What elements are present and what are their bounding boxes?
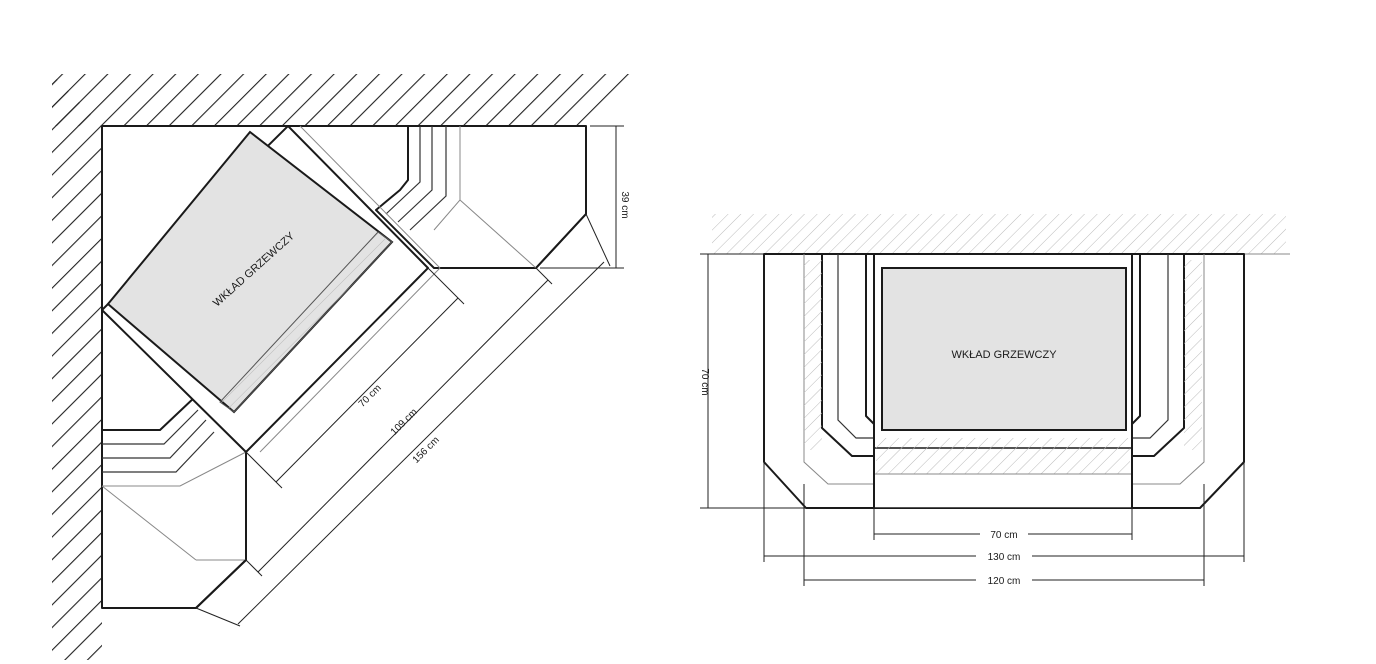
dim-front-depth: 70 cm — [699, 253, 806, 509]
corner-fireplace-plan: WKŁAD GRZEWCZY 39 cm 70 cm 109 cm 156 cm — [52, 74, 636, 660]
wall-hatch-left — [52, 74, 102, 660]
casing-top-right — [375, 125, 587, 269]
dim-front-outer: 120 cm — [803, 484, 1205, 587]
wall-hatch-top — [52, 74, 636, 126]
dim-front-middle: 130 cm — [763, 462, 1245, 563]
front-fireplace-plan: WKŁAD GRZEWCZY 70 cm 70 cm 130 cm — [699, 214, 1290, 587]
dim-front-inner: 70 cm — [873, 508, 1133, 541]
casing-bottom-left — [101, 395, 247, 609]
front-right-channels — [873, 254, 1205, 508]
corner-insert: WKŁAD GRZEWCZY — [106, 130, 394, 414]
dim-corner-depth: 39 cm — [540, 125, 630, 269]
dim-front-outer-label: 120 cm — [988, 576, 1021, 587]
front-left-channels — [803, 254, 875, 485]
front-insert: WKŁAD GRZEWCZY — [881, 267, 1127, 431]
dim-corner-depth-label: 39 cm — [619, 191, 630, 218]
dim-corner-outer-label: 156 cm — [411, 435, 442, 466]
dim-front-depth-label: 70 cm — [699, 368, 710, 395]
dim-front-middle-label: 130 cm — [988, 552, 1021, 563]
wall-hatch-back — [712, 214, 1286, 254]
front-insert-label: WKŁAD GRZEWCZY — [951, 349, 1057, 361]
dim-corner-middle-label: 109 cm — [389, 407, 420, 438]
dim-front-inner-label: 70 cm — [990, 530, 1017, 541]
